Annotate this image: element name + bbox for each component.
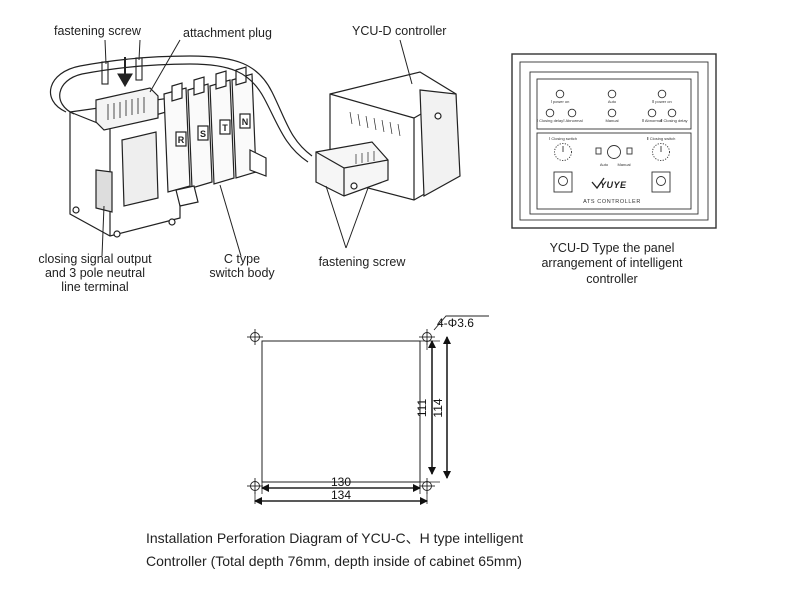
panel-knob-right — [652, 143, 670, 161]
panel-push-button-right — [651, 171, 671, 193]
yuye-logo: YUYE — [591, 177, 627, 190]
caption-line-2: Controller (Total depth 76mm, depth insi… — [146, 553, 522, 569]
mode-label-auto: Auto — [600, 162, 609, 167]
caption-line-1: Installation Perforation Diagram of YCU-… — [146, 530, 524, 546]
led-label-4: Ⅰ Closing delay — [537, 118, 563, 123]
label-closing-signal-1: closing signal output — [38, 252, 152, 266]
label-c-type-2: switch body — [209, 266, 275, 280]
panel-mode-selector — [595, 145, 633, 159]
phase-letter-s: S — [200, 129, 206, 139]
led-label-3: Ⅱ power on — [652, 99, 672, 104]
width-outer-label: 134 — [331, 488, 351, 502]
panel-leds — [545, 89, 677, 118]
knob-label-right: Ⅱ Closing switch — [647, 136, 676, 141]
attachment-cable — [49, 55, 313, 163]
panel-controller-name: ATS CONTROLLER — [583, 199, 641, 205]
controller-illustration — [315, 71, 461, 201]
mode-label-manual: Manual — [617, 162, 630, 167]
switch-body-illustration — [69, 66, 267, 238]
panel-push-button-left — [553, 171, 573, 193]
panel-caption-1: YCU-D Type the panel — [550, 241, 675, 255]
phase-letter-t: T — [222, 123, 228, 133]
panel-knob-left — [554, 143, 572, 161]
top-screw-illustration — [101, 57, 143, 88]
label-closing-signal-3: line terminal — [61, 280, 128, 294]
panel-caption-3: controller — [586, 272, 637, 286]
led-label-2: Auto — [608, 99, 617, 104]
panel-frame — [511, 53, 717, 229]
height-inner-label: 111 — [415, 399, 429, 418]
led-label-1: Ⅰ power on — [551, 99, 570, 104]
label-c-type-1: C type — [224, 252, 260, 266]
knob-label-left: Ⅰ Closing switch — [549, 136, 577, 141]
led-label-5: Ⅰ Abnormal — [563, 118, 582, 123]
led-label-7: Ⅱ Abnormal — [642, 118, 662, 123]
led-label-8: Ⅱ Closing delay — [660, 118, 687, 123]
brand-name: YUYE — [600, 180, 627, 190]
pole-housings — [163, 66, 257, 193]
led-label-6: Manual — [605, 118, 618, 123]
panel-caption-2: arrangement of intelligent — [541, 256, 683, 270]
label-fastening-screw-top: fastening screw — [54, 24, 142, 38]
width-inner-label: 130 — [331, 475, 351, 489]
perforation-drawing — [247, 315, 489, 505]
label-fastening-screw-bottom: fastening screw — [319, 255, 407, 269]
phase-letter-n: N — [242, 117, 249, 127]
hole-spec-label: 4-Φ3.6 — [437, 316, 474, 330]
label-attachment-plug: attachment plug — [183, 26, 272, 40]
installation-caption: Installation Perforation Diagram of YCU-… — [146, 527, 606, 573]
leader-lines — [101, 39, 413, 257]
label-closing-signal-2: and 3 pole neutral — [45, 266, 145, 280]
phase-letter-r: R — [178, 135, 185, 145]
label-controller: YCU-D controller — [352, 24, 446, 38]
height-outer-label: 114 — [431, 398, 445, 417]
